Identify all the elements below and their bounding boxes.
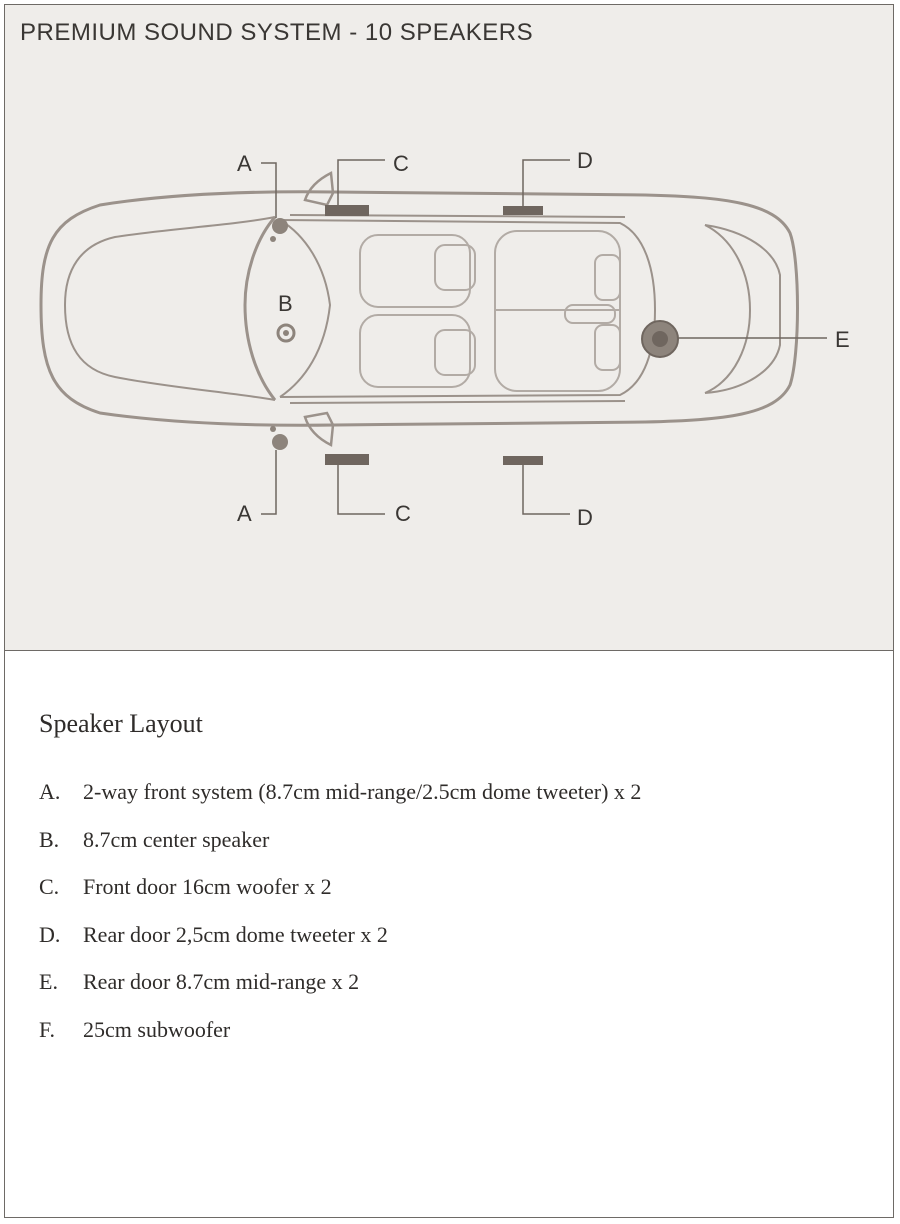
speaker-layout-heading: Speaker Layout xyxy=(39,709,203,738)
speaker-b xyxy=(276,323,296,343)
item-mark: E. xyxy=(39,969,58,994)
item-text: Front door 16cm woofer x 2 xyxy=(83,874,332,899)
callout-e: E xyxy=(835,327,850,352)
item-mark: C. xyxy=(39,874,60,899)
callout-b: B xyxy=(278,291,293,316)
callout-a-top: A xyxy=(237,151,252,176)
speakers xyxy=(270,205,679,465)
item-text: Rear door 2,5cm dome tweeter x 2 xyxy=(83,921,388,947)
speaker-d-top xyxy=(503,206,543,215)
item-mark: A. xyxy=(39,779,61,804)
item-mark: B. xyxy=(39,826,60,852)
page-frame: PREMIUM SOUND SYSTEM - 10 SPEAKERS xyxy=(4,4,894,1218)
callout-d-bottom: D xyxy=(577,505,593,530)
tweeter-a-top xyxy=(270,236,276,242)
item-mark: D. xyxy=(39,921,61,947)
speaker-c-top xyxy=(325,205,369,216)
tweeter-a-bottom xyxy=(270,426,276,432)
item-text: Rear door 8.7cm mid-range x 2 xyxy=(83,969,360,994)
item-mark: F. xyxy=(39,1016,55,1042)
leader-lines xyxy=(261,159,827,515)
car-seats xyxy=(359,230,621,392)
car-outline xyxy=(39,190,799,427)
item-text: 25cm subwoofer xyxy=(83,1016,231,1042)
speaker-c-bottom xyxy=(325,454,369,465)
callout-c-bottom: C xyxy=(395,501,411,526)
callout-c-top: C xyxy=(393,151,409,176)
diagram-title: PREMIUM SOUND SYSTEM - 10 SPEAKERS xyxy=(20,19,534,46)
callout-a-bottom: A xyxy=(237,501,252,526)
side-mirrors xyxy=(303,171,335,447)
callout-d-top: D xyxy=(577,148,593,173)
item-text: 8.7cm center speaker xyxy=(83,826,270,852)
car-topview-diagram: A C D B E A C D xyxy=(39,148,850,530)
speaker-d-bottom xyxy=(503,456,543,465)
diagram-panel: PREMIUM SOUND SYSTEM - 10 SPEAKERS xyxy=(5,5,893,651)
speaker-a-top xyxy=(272,218,288,234)
item-text: 2-way front system (8.7cm mid-range/2.5c… xyxy=(83,779,642,804)
speaker-a-bottom xyxy=(272,434,288,450)
